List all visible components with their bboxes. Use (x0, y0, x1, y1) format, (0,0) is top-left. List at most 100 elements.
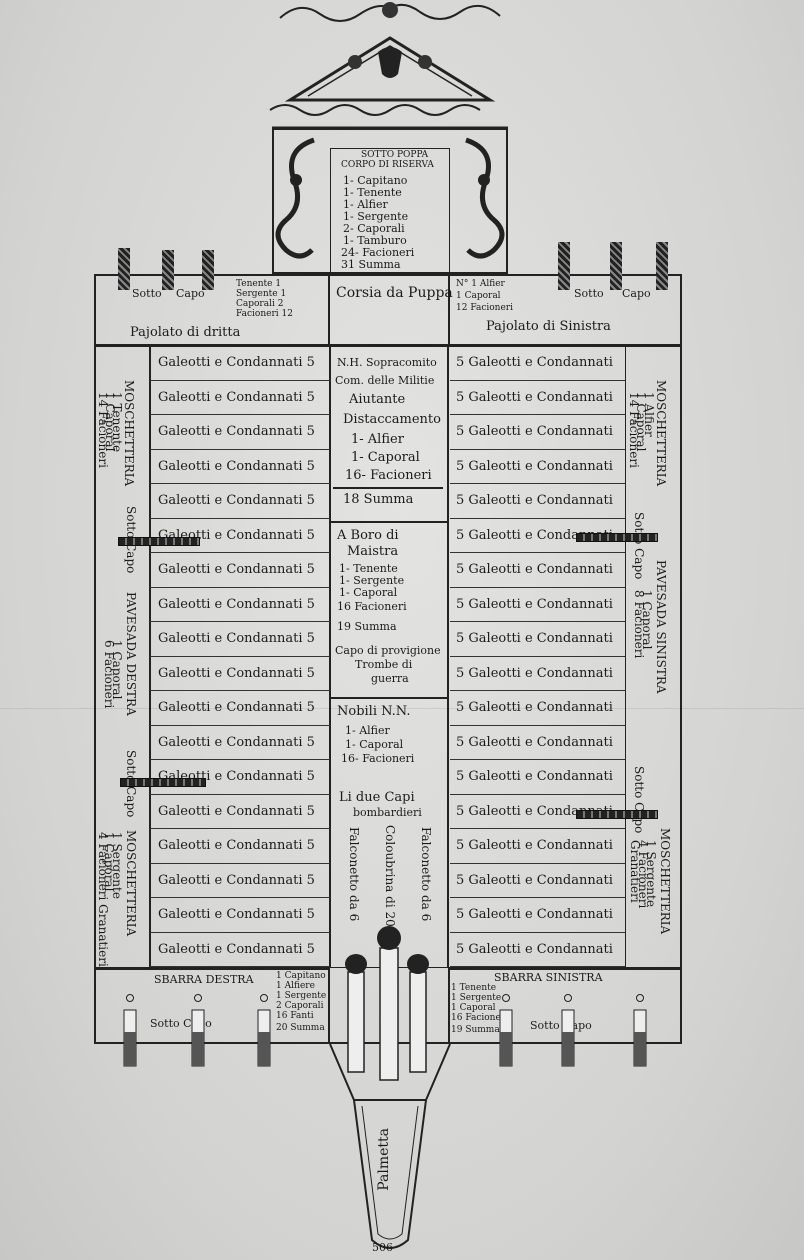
sum-rule (333, 487, 443, 489)
center-line: 18 Summa (343, 492, 414, 507)
bench-row-right: 5 Galeotti e Condannati (450, 519, 625, 553)
sbarra-destra-sotto-capo: Sotto Capo (150, 1017, 212, 1030)
center-line: 1- Tenente (339, 562, 398, 575)
bench-row-left: Galeotti e Condannati 5 (150, 415, 330, 450)
sbarra-destra-item: 1 Capitano (276, 971, 326, 981)
right-moschetteria-bottom: MOSCHETTERIA (658, 828, 672, 935)
center-line: Capo di provigione (335, 644, 441, 657)
bench-row-right: 5 Galeotti e Condannati (450, 657, 625, 691)
bench-row-right: 5 Galeotti e Condannati (450, 450, 625, 484)
center-line: 1- Caporal (351, 450, 420, 465)
swivel-gun-icon (123, 994, 137, 1067)
gun-label: Falconetto da 6 (347, 827, 361, 922)
bow-left-swivels (123, 994, 271, 1067)
sbarra-destra-item: 2 Caporali (276, 1001, 324, 1011)
center-line: N.H. Sopracomito (337, 356, 437, 369)
right-pavesada: PAVESADA SINISTRA (654, 560, 668, 694)
left-pavesada-sub: 1 Caporal (110, 640, 124, 700)
center-line: guerra (371, 672, 409, 685)
center-line: 16- Facioneri (341, 752, 415, 765)
center-block-1: N.H. Sopracomito Com. delle Militie Aiut… (330, 346, 448, 522)
center-line: 19 Summa (337, 620, 397, 633)
bench-row-left: Galeotti e Condannati 5 (150, 898, 330, 933)
bench-row-left: Galeotti e Condannati 5 (150, 381, 330, 415)
sbarra-sinistra-item: 16 Facioneri (451, 1013, 508, 1023)
sbarra-destra-item: 1 Alfiere (276, 981, 315, 991)
falconetto-icon (407, 954, 429, 1073)
bench-row-right: 5 Galeotti e Condannati (450, 795, 625, 829)
stern-line: 1- Sergente (343, 210, 409, 223)
stern-crest-ornament (269, 2, 508, 130)
right-moschetteria-top: MOSCHETTERIA (654, 380, 668, 487)
left-moschetteria-top-sub: 14 Facioneri (96, 392, 110, 468)
right-moschetteria-bottom-sub: 1 Sergente (644, 840, 658, 907)
center-line: 1- Caporal (339, 586, 398, 599)
center-line: Distaccamento (343, 412, 441, 427)
sbarra-sinistra-item: 1 Tenente (451, 983, 497, 993)
bench-row-right: 5 Galeotti e Condannati (450, 691, 625, 726)
center-line: 1- Caporal (345, 738, 404, 751)
swivel-gun-icon (633, 994, 647, 1067)
stern-line: 1- Capitano (343, 174, 408, 187)
center-line: 1- Sergente (339, 574, 405, 587)
bench-row-left: Galeotti e Condannati 5 (150, 795, 330, 829)
poop-right-soldier: 12 Facioneri (456, 303, 513, 313)
oar-icon (120, 778, 206, 787)
sbarra-destra-item: 20 Summa (276, 1023, 325, 1033)
right-moschetteria-bottom-sub: Granatieri (628, 840, 642, 903)
swivel-gun-icon (558, 242, 570, 290)
stern-title-2: CORPO DI RISERVA (341, 160, 434, 170)
bench-row-left: Galeotti e Condannati 5 (150, 657, 330, 691)
center-line: Maistra (347, 544, 399, 559)
left-moschetteria-bottom: MOSCHETTERIA (124, 830, 138, 937)
stern-line: 1- Tenente (343, 186, 402, 199)
swivel-gun-icon (499, 994, 513, 1067)
poop-right-soldier: N° 1 Alfier (456, 279, 505, 289)
stern-line: 1- Alfier (343, 198, 388, 211)
stern-reserve-box: SOTTO POPPA CORPO DI RISERVA 1- Capitano… (330, 148, 450, 274)
bench-row-left: Galeotti e Condannati 5 (150, 450, 330, 484)
right-moschetteria-top-sub: 1 Alfier (642, 392, 656, 437)
right-sotto-capo-2: Sotto Capo (632, 766, 646, 834)
oar-icon (576, 533, 658, 542)
bench-row-right: 5 Galeotti e Condannati (450, 933, 625, 967)
poop-right-sotto: Sotto (574, 287, 604, 300)
left-pavesada-sub: 6 Facioneri (102, 640, 116, 709)
swivel-gun-icon (118, 248, 130, 290)
bench-row-right: 5 Galeotti e Condannati (450, 760, 625, 795)
oar-icon (576, 810, 658, 819)
left-moschetteria-top: MOSCHETTERIA (122, 380, 136, 487)
bow-left-deck (94, 968, 330, 1044)
sbarra-destra-item: 16 Fanti (276, 1011, 314, 1021)
center-line: Aiutante (349, 392, 406, 407)
poop-left-sotto: Sotto (132, 287, 162, 300)
left-moschetteria-bottom-sub: 1 Caporal (102, 832, 116, 892)
center-line: Nobili N.N. (337, 704, 411, 719)
prow-label: Palmetta (376, 1128, 392, 1191)
swivel-gun-icon (202, 250, 214, 290)
coloubrina-icon (377, 926, 401, 1081)
center-block-2: A Boro di Maistra 1- Tenente 1- Sergente… (330, 522, 448, 698)
bench-row-right: 5 Galeotti e Condannati (450, 864, 625, 898)
center-line: 16 Facioneri (337, 600, 407, 613)
poop-divider-right (448, 274, 450, 346)
stern-scroll-left (275, 137, 315, 259)
bench-row-left: Galeotti e Condannati 5 (150, 726, 330, 760)
bench-row-left: Galeotti e Condannati 5 (150, 864, 330, 898)
swivel-gun-icon (561, 994, 575, 1067)
prow-palmetta (329, 1044, 451, 1249)
bench-row-right: 5 Galeotti e Condannati (450, 346, 625, 381)
center-heading: bombardieri (353, 806, 422, 819)
swivel-gun-icon (191, 994, 205, 1067)
bench-row-left: Galeotti e Condannati 5 (150, 691, 330, 726)
gun-label: Coloubrina di 20 (383, 825, 397, 927)
swivel-gun-icon (610, 242, 622, 290)
center-line: 1- Alfier (351, 432, 404, 447)
sbarra-destra-title: SBARRA DESTRA (154, 973, 254, 986)
center-line: A Boro di (337, 528, 399, 543)
sbarra-destra-item: 1 Sergente (276, 991, 327, 1001)
stern-line: 31 Summa (341, 258, 401, 271)
poop-left-soldier: Sergente 1 (236, 289, 287, 299)
swivel-gun-icon (257, 994, 271, 1067)
paper-fold-line (0, 708, 804, 709)
